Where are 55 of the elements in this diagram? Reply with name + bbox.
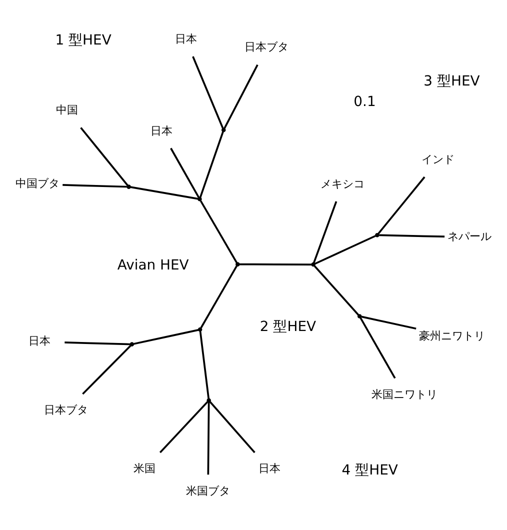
- node-text: 日本: [28, 334, 51, 348]
- connector: [314, 264, 360, 316]
- node-point: [126, 184, 131, 188]
- node-point: [198, 326, 202, 332]
- connector: [379, 234, 445, 238]
- label: 0.1: [354, 93, 376, 110]
- node-point: [375, 232, 380, 237]
- connector: [199, 130, 224, 198]
- connector: [239, 262, 312, 265]
- node-text: 豪州ニワトリ: [418, 328, 485, 342]
- node-text: 日本: [150, 124, 172, 137]
- node-text: 日本: [258, 462, 280, 475]
- connector: [64, 341, 130, 345]
- connector: [159, 400, 208, 453]
- connector: [192, 56, 224, 128]
- node-point: [311, 262, 316, 266]
- connector: [378, 176, 426, 234]
- connector: [360, 316, 396, 378]
- node-text: ネパール: [448, 230, 492, 243]
- connector: [361, 315, 416, 330]
- node-point: [198, 196, 202, 201]
- label: 4 型HEV: [342, 462, 398, 478]
- node-text: メキシコ: [320, 176, 364, 190]
- connector: [200, 264, 238, 328]
- node-text: 米国ニワトリ: [372, 388, 438, 401]
- label: 1 型HEV: [55, 32, 112, 48]
- connector: [313, 200, 338, 263]
- connector: [62, 184, 127, 188]
- node-text: インド: [422, 152, 455, 166]
- connector: [199, 330, 210, 398]
- node-text: 日本ブタ: [44, 403, 88, 416]
- node-point: [130, 342, 134, 346]
- node-point: [236, 262, 240, 266]
- node-text: 米国ブタ: [186, 484, 230, 497]
- label: 2 型HEV: [260, 318, 316, 335]
- node-point: [357, 314, 362, 318]
- label: Avian HEV: [117, 257, 189, 274]
- connector: [207, 402, 210, 474]
- connector: [130, 186, 198, 200]
- node-text: 日本: [174, 32, 197, 45]
- node-text: 日本ブタ: [244, 40, 288, 54]
- node-point: [221, 127, 226, 132]
- connector: [134, 328, 199, 344]
- node-text: 米国: [133, 462, 156, 475]
- label: 3 型HEV: [424, 72, 480, 89]
- connector: [209, 400, 256, 453]
- connector: [200, 200, 238, 263]
- connector: [224, 64, 258, 128]
- connector: [314, 234, 376, 264]
- connector: [82, 344, 132, 394]
- node-text: 中国: [56, 103, 78, 116]
- connector: [170, 147, 200, 198]
- connector: [80, 126, 128, 186]
- node-point: [206, 398, 211, 402]
- node-text: 中国ブタ: [15, 176, 60, 190]
